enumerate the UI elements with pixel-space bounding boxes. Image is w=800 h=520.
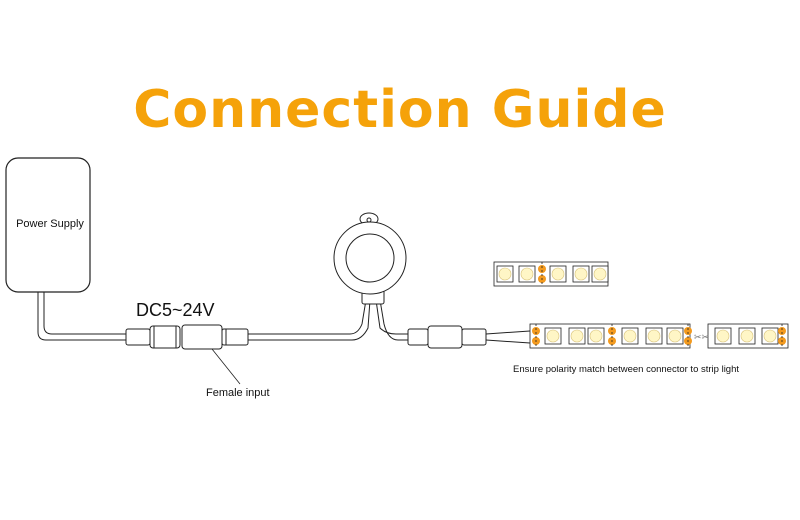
- solder-pad: [608, 327, 616, 335]
- power-cable: [37, 292, 126, 341]
- output-wires: [485, 330, 531, 344]
- female-input-label: Female input: [206, 387, 270, 399]
- led-diode: [546, 329, 560, 343]
- led-diode: [593, 267, 607, 281]
- led-diode: [763, 329, 777, 343]
- output-connector-icon: [407, 325, 487, 349]
- led-diode: [647, 329, 661, 343]
- led-diode: [589, 329, 603, 343]
- led-diode: [740, 329, 754, 343]
- cut-mark-icon: ✂✂: [694, 332, 710, 342]
- diagram-title: Connection Guide: [133, 80, 667, 140]
- sensor-cable: [248, 299, 408, 341]
- solder-pad: [532, 327, 540, 335]
- led-diode: [551, 267, 565, 281]
- led-diode: [570, 329, 584, 343]
- led-diode: [574, 267, 588, 281]
- led-strip-long: ✂✂: [529, 323, 789, 349]
- polarity-note: Ensure polarity match between connector …: [513, 364, 740, 375]
- voltage-label: DC5~24V: [136, 300, 215, 320]
- solder-pad: [684, 327, 692, 335]
- power-supply-label: Power Supply: [16, 218, 84, 230]
- led-diode: [668, 329, 682, 343]
- led-diode: [498, 267, 512, 281]
- led-diode: [623, 329, 637, 343]
- female-input-leader: [211, 348, 241, 385]
- dc-plug-icon: [125, 325, 181, 349]
- led-diode: [520, 267, 534, 281]
- led-diode: [716, 329, 730, 343]
- solder-pad: [538, 265, 546, 273]
- power-supply-icon: [5, 157, 91, 293]
- led-strip-icon: [493, 261, 609, 287]
- dc-jack-icon: [181, 324, 249, 350]
- motion-sensor-icon: [333, 212, 407, 305]
- solder-pad: [778, 327, 786, 335]
